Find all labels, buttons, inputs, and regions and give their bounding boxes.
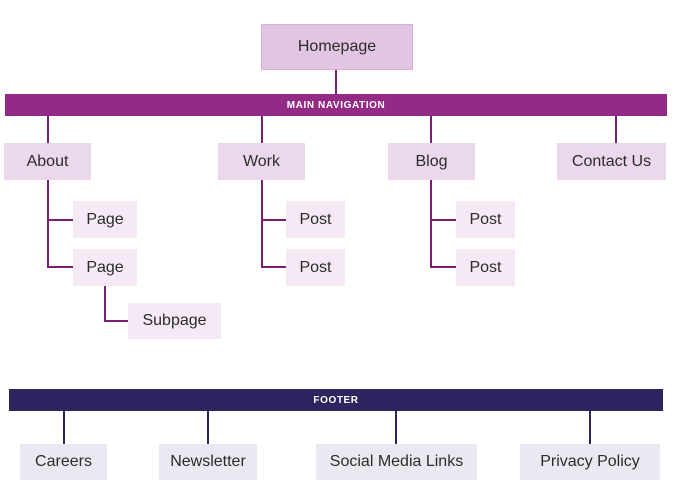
- connector-nav-contact: [615, 116, 617, 143]
- subpage-node: Subpage: [128, 303, 221, 339]
- footer-item-newsletter: Newsletter: [159, 444, 257, 480]
- blog-post-node-2: Post: [456, 249, 515, 286]
- connector-nav-work: [261, 116, 263, 143]
- connector-blog-post1: [430, 219, 456, 221]
- connector-about-page1: [47, 219, 73, 221]
- connector-footer-newsletter: [207, 411, 209, 444]
- connector-footer-privacy: [589, 411, 591, 444]
- connector-work-post2: [261, 266, 286, 268]
- blog-post-node-1: Post: [456, 201, 515, 238]
- work-post-node-1: Post: [286, 201, 345, 238]
- connector-about-page2: [47, 266, 73, 268]
- blog-node: Blog: [388, 143, 475, 180]
- about-page-node-1: Page: [73, 201, 137, 238]
- homepage-node: Homepage: [261, 24, 413, 70]
- connector-page-subpage: [104, 320, 128, 322]
- connector-work-vertical: [261, 180, 263, 268]
- connector-nav-about: [47, 116, 49, 143]
- footer-item-careers: Careers: [20, 444, 107, 480]
- main-navigation-bar: MAIN NAVIGATION: [5, 94, 667, 116]
- connector-nav-blog: [430, 116, 432, 143]
- connector-footer-social: [395, 411, 397, 444]
- connector-blog-vertical: [430, 180, 432, 268]
- connector-work-post1: [261, 219, 286, 221]
- about-node: About: [4, 143, 91, 180]
- connector-home-nav: [335, 70, 337, 94]
- contact-us-node: Contact Us: [557, 143, 666, 180]
- connector-about-vertical: [47, 180, 49, 268]
- connector-blog-post2: [430, 266, 456, 268]
- about-page-node-2: Page: [73, 249, 137, 286]
- footer-item-social-media-links: Social Media Links: [316, 444, 477, 480]
- footer-bar: FOOTER: [9, 389, 663, 411]
- footer-item-privacy-policy: Privacy Policy: [520, 444, 660, 480]
- work-post-node-2: Post: [286, 249, 345, 286]
- connector-footer-careers: [63, 411, 65, 444]
- connector-page-subpage-vertical: [104, 286, 106, 322]
- work-node: Work: [218, 143, 305, 180]
